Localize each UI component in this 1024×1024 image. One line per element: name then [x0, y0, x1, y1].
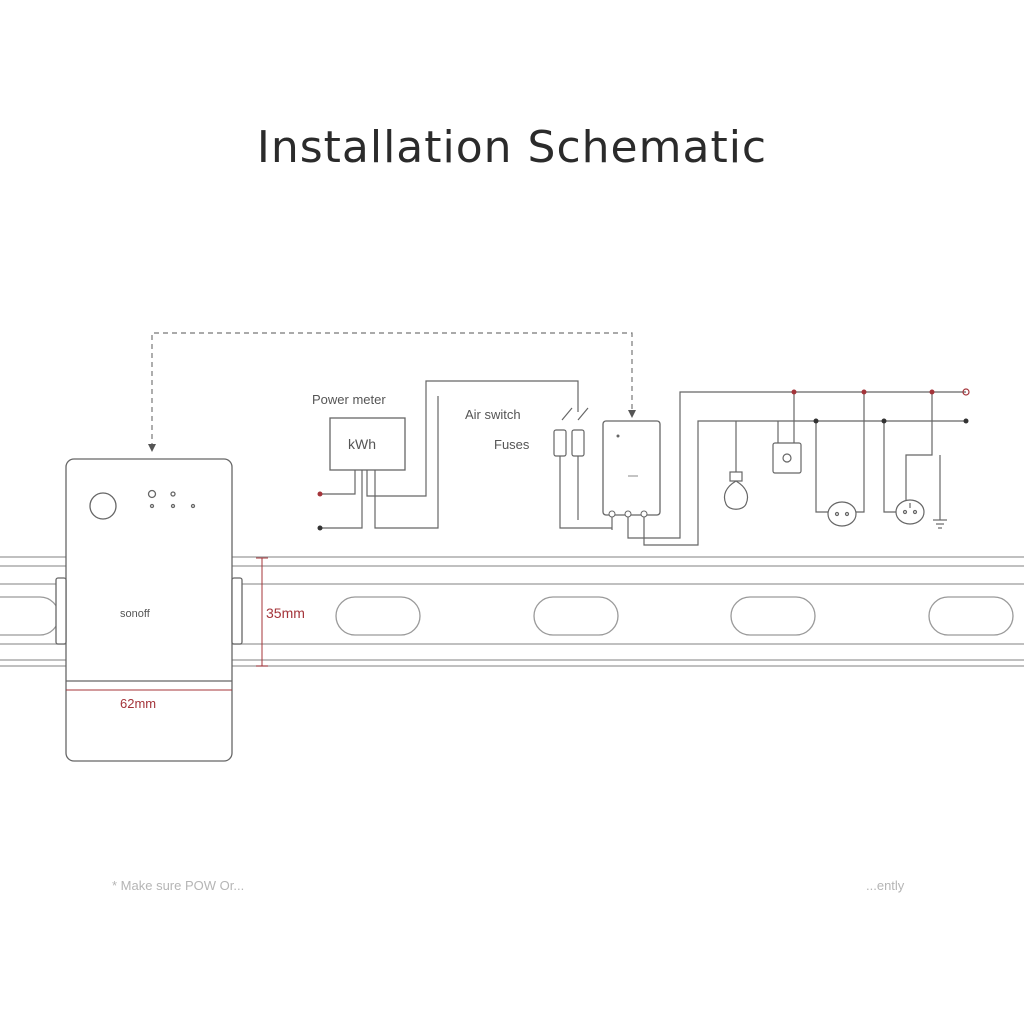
footnote-right: ...ently: [866, 878, 905, 893]
rail-height-label: 35mm: [266, 605, 305, 621]
air-switch-label: Air switch: [465, 407, 521, 422]
power-meter-box: [329, 417, 406, 471]
light-bulb-icon: [723, 471, 749, 510]
device-width-label: 62mm: [120, 696, 156, 711]
arrow-down-icon: [148, 444, 156, 452]
sonoff-device: [55, 458, 243, 762]
arrow-down-icon: [628, 410, 636, 418]
fuse-icon: [571, 429, 585, 457]
page-title: Installation Schematic: [256, 122, 768, 173]
supply-terminal-icon: [317, 525, 323, 531]
dashed-connector: [151, 332, 633, 448]
terminal-block: [608, 510, 648, 518]
rail-slot: [928, 596, 1014, 636]
power-button-icon: [89, 492, 117, 520]
led-indicator-icon: [147, 489, 157, 499]
device-clip-left: [55, 577, 67, 645]
brand-logo: sonoff: [120, 608, 151, 620]
rail-slot: [0, 596, 60, 636]
air-switch-icon: [553, 407, 589, 457]
wall-switch-icon: [772, 442, 802, 474]
led-indicator-icon: [170, 491, 176, 497]
wiring: [322, 380, 966, 546]
device-clip-right: [231, 577, 243, 645]
switch-module-box: [602, 420, 661, 516]
socket-icon: [895, 499, 925, 525]
rail-height-dimension: [256, 557, 268, 667]
bus-terminal-icon: [963, 418, 969, 424]
socket-icon: [827, 501, 857, 527]
bus-terminal-icon: [962, 388, 970, 396]
supply-terminal-icon: [317, 491, 323, 497]
fuses-label: Fuses: [494, 437, 530, 452]
ground-icon: [933, 519, 947, 529]
power-meter-label: Power meter: [312, 392, 386, 407]
rail-slot: [533, 596, 619, 636]
rail-slot: [335, 596, 421, 636]
footnote-left: * Make sure POW Or...: [112, 878, 245, 893]
fuse-icon: [553, 429, 567, 457]
kwh-label: kWh: [348, 436, 376, 452]
rail-slot: [730, 596, 816, 636]
